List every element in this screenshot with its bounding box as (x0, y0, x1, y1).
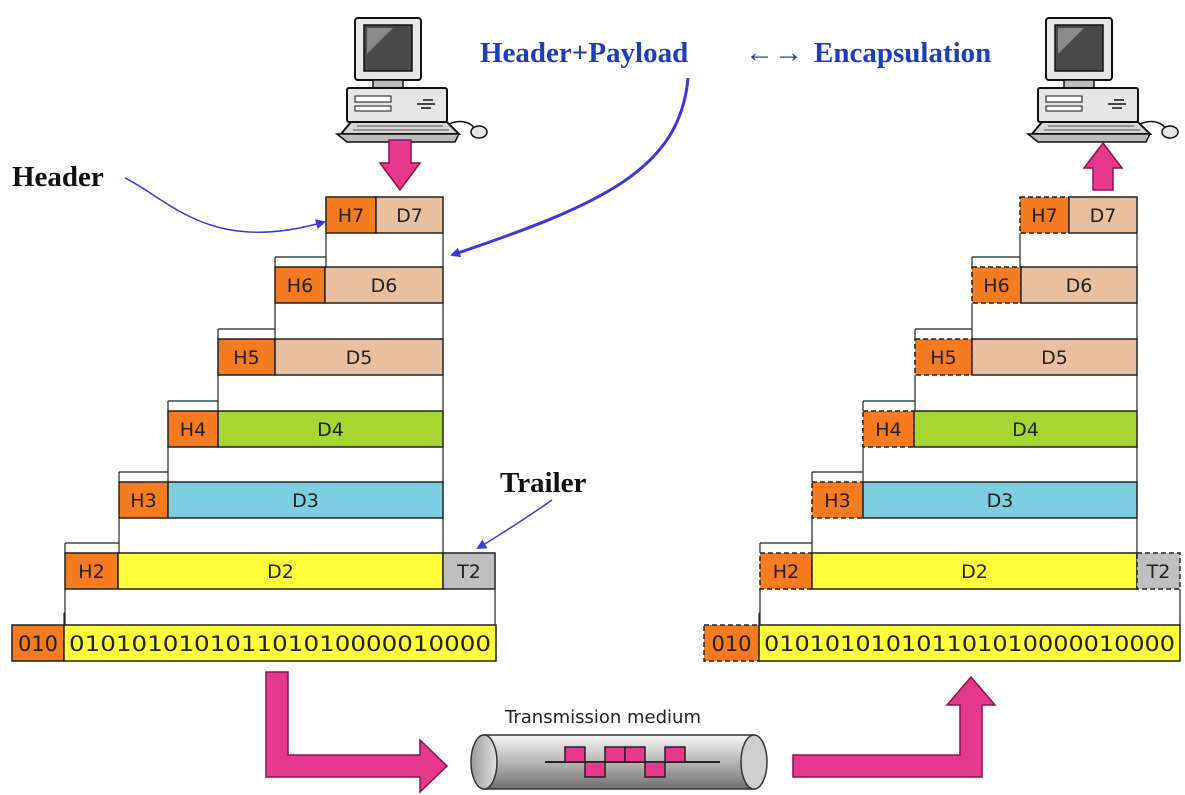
computer-icon (334, 17, 488, 143)
header-box-h3 (811, 481, 864, 519)
data-label: D5 (346, 347, 373, 369)
data-box-d2 (117, 552, 444, 590)
data-label: D2 (267, 561, 294, 583)
header-box-h5 (914, 338, 973, 376)
send-arrow (265, 671, 449, 794)
data-label: D6 (1066, 275, 1093, 297)
data-label: D3 (292, 490, 319, 512)
header-box-h5 (217, 338, 276, 376)
data-box-d7 (1068, 196, 1138, 234)
trailer-label: T2 (456, 561, 481, 583)
header-label: H3 (824, 490, 850, 512)
trailer-annotation: Trailer (500, 467, 587, 499)
receive-arrow (792, 675, 997, 778)
data-box-d6 (324, 266, 444, 304)
pipe-right-cap (740, 734, 768, 790)
title-right: Encapsulation (814, 37, 991, 69)
up-arrow (1082, 141, 1124, 191)
header-label: H7 (1031, 205, 1057, 227)
data-label: D7 (396, 205, 423, 227)
data-box-d3 (862, 481, 1138, 519)
physical-header-label: 010 (18, 632, 58, 656)
header-label: H3 (130, 490, 156, 512)
trailer-box (442, 552, 496, 590)
title-left: Header+Payload (480, 37, 688, 69)
title-arrows: ←→ (745, 37, 803, 69)
data-box-d5 (971, 338, 1138, 376)
header-label: H2 (78, 561, 104, 583)
header-label: H6 (287, 275, 313, 297)
data-label: D6 (371, 275, 398, 297)
physical-header-box (11, 624, 65, 662)
data-label: D5 (1041, 347, 1068, 369)
data-label: D4 (1012, 419, 1039, 441)
data-label: D3 (987, 490, 1014, 512)
trailer-pointer (476, 499, 553, 550)
computer-icon (1025, 17, 1179, 143)
header-label: H5 (233, 347, 259, 369)
medium-label: Transmission medium (504, 707, 701, 728)
header-label: H7 (338, 205, 364, 227)
header-box-h6 (274, 266, 326, 304)
physical-header-label: 010 (711, 632, 751, 656)
bitstream-box (63, 624, 497, 662)
data-box-d6 (1020, 266, 1138, 304)
data-label: D7 (1090, 205, 1117, 227)
header-box-h4 (862, 410, 915, 448)
signal-wave (564, 746, 686, 778)
down-arrow (378, 139, 422, 192)
header-box-h2 (64, 552, 119, 590)
data-box-d2 (811, 552, 1138, 590)
data-box-d4 (913, 410, 1138, 448)
header-label: H6 (983, 275, 1009, 297)
data-box-d7 (375, 196, 444, 234)
bitstream-box (758, 624, 1181, 662)
header-label: H2 (773, 561, 799, 583)
header-pointer (124, 177, 326, 233)
header-box-h7 (1019, 196, 1070, 234)
header-label: H5 (930, 347, 956, 369)
data-box-d4 (217, 410, 444, 448)
header-box-h2 (759, 552, 813, 590)
pipe-left-cap (470, 734, 498, 790)
trailer-box (1136, 552, 1181, 590)
data-label: D2 (961, 561, 988, 583)
bitstream-label: 010101010101101010000010000 (69, 632, 491, 656)
data-box-d5 (274, 338, 444, 376)
data-box-d3 (167, 481, 444, 519)
trailer-label: T2 (1146, 561, 1171, 583)
data-label: D4 (317, 419, 344, 441)
payload-pointer (450, 77, 690, 258)
transmission-medium: Transmission medium (470, 707, 768, 790)
title-banner: Header+Payload ←→ Encapsulation (480, 37, 991, 69)
header-annotation: Header (12, 161, 104, 193)
header-label: H4 (875, 419, 901, 441)
bitstream-label: 010101010101101010000010000 (764, 632, 1175, 656)
header-label: H4 (180, 419, 206, 441)
